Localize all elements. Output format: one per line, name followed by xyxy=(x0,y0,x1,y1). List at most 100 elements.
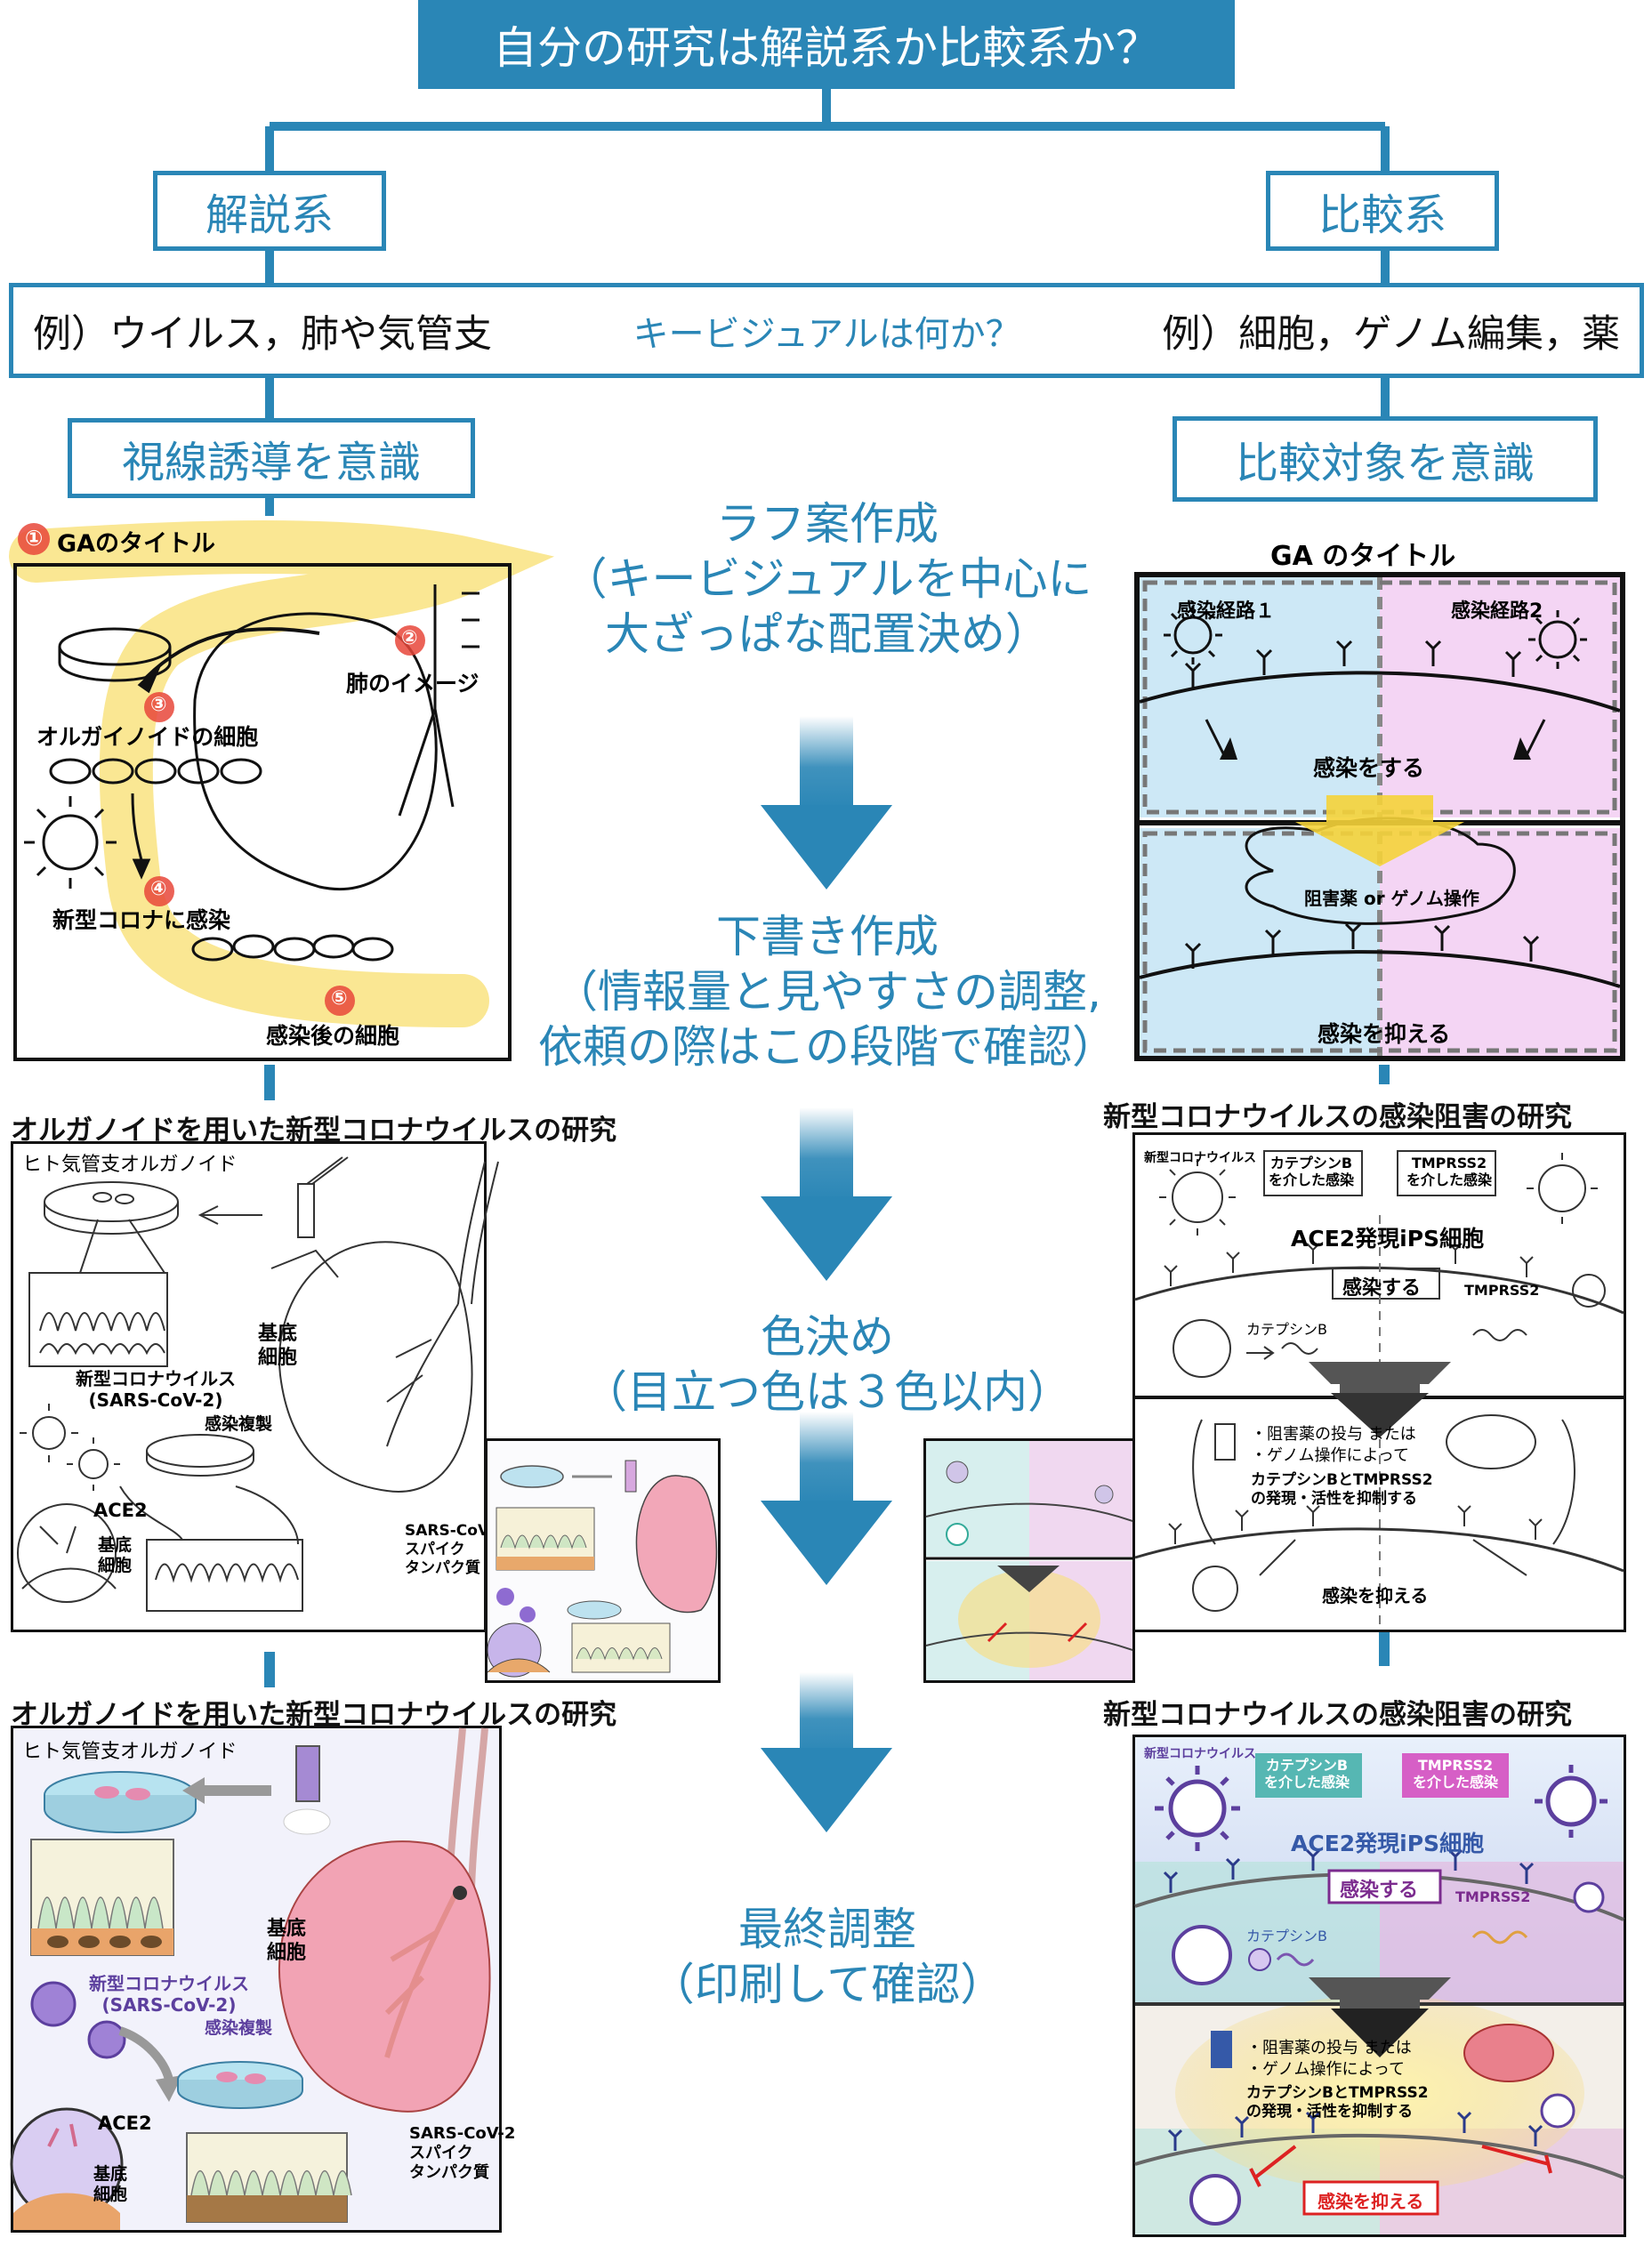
infect-label: 感染をする xyxy=(1313,755,1425,781)
virus-sketch-icon xyxy=(24,796,117,889)
virus-label: 新型コロナウイルス(SARS-CoV-2) xyxy=(76,1368,236,1411)
virus-final-right-icon-2 xyxy=(1535,1765,1608,1838)
key-visual-question: キービジュアルは何か？ xyxy=(633,313,1021,355)
virus-draft-right-icon xyxy=(1159,1159,1236,1236)
final-left-panel: ヒト気管支オルガノイド 基底細胞 新型コロナウイルス(SARS-CoV-2) 感… xyxy=(10,1726,515,2233)
color-thumbnail-left xyxy=(485,1438,721,1683)
drug-final-label: ・阻害薬の投与 または・ゲノム操作によって xyxy=(1246,2039,1412,2079)
ace-basal-label: 基底細胞 xyxy=(98,1535,133,1575)
virus-draft-icon-2 xyxy=(67,1437,120,1491)
ace2-cell-icon xyxy=(17,1503,117,1603)
step-draft: 下書き作成（情報量と見やすさの調整,依頼の際はこの段階で確認） xyxy=(538,911,1116,1073)
step-rough: ラフ案作成（キービジュアルを中心に大ざっぱな配置決め） xyxy=(562,498,1092,660)
color-thumbnail-right xyxy=(923,1438,1135,1683)
lung-sketch-icon xyxy=(193,612,438,890)
infect-final-label: 感染する xyxy=(1340,1880,1419,1902)
genome-tool-icon xyxy=(1446,1414,1536,1469)
dish-icon xyxy=(44,1181,179,1222)
infect-box-label: 感染する xyxy=(1342,1277,1422,1300)
cathepsin-final-label: カテプシンB xyxy=(1246,1928,1327,1944)
comparison-type-box: 比較系 xyxy=(1266,171,1499,251)
down-arrow-3 xyxy=(761,1412,892,1585)
cathepsin-label: カテプシンB xyxy=(1246,1321,1327,1338)
organoid-cells-icon xyxy=(49,758,262,785)
ace2-label: ACE2 xyxy=(93,1500,148,1521)
route1-label: 感染経路１ xyxy=(1177,600,1276,623)
color-thumbnail-right-art xyxy=(925,1441,1133,1680)
replication-final-label: 感染複製 xyxy=(205,2018,273,2038)
marker-1-icon xyxy=(18,523,50,555)
virus-final-label: 新型コロナウイルス(SARS-CoV-2) xyxy=(89,1973,249,2016)
route2-label: 感染経路2 xyxy=(1451,600,1543,623)
marker-2-label: ② xyxy=(401,627,418,649)
marker-3-label: ③ xyxy=(150,694,167,716)
left-example: 例）ウイルス，肺や気管支 xyxy=(33,311,492,357)
ace-basal-final-label: 基底細胞 xyxy=(93,2164,128,2204)
rough-left-highlight xyxy=(9,520,555,1027)
down-arrow-yellow-icon xyxy=(1295,795,1464,866)
virus-route2-icon xyxy=(1528,610,1587,669)
virus-route1-icon xyxy=(1164,606,1222,664)
marker-2-icon xyxy=(395,625,425,656)
virus-color-icon-2 xyxy=(87,2020,126,2059)
rough-right-sketch xyxy=(1139,577,1621,1056)
final-left-art xyxy=(10,1727,491,2230)
explanation-type-box: 解説系 xyxy=(153,171,386,251)
virus-color-icon xyxy=(30,1981,77,2027)
tube-icon xyxy=(297,1183,315,1238)
ga-title-right-label: GA のタイトル xyxy=(1270,541,1456,572)
draft-left-panel: ヒト気管支オルガノイド 基底細胞 新型コロナウイルス(SARS-CoV-2) 感… xyxy=(11,1141,499,1632)
marker-4-icon xyxy=(144,876,174,906)
petri-dish-icon xyxy=(58,627,172,666)
tube-color-icon xyxy=(295,1745,320,1802)
organoid-label: ヒト気管支オルガノイド xyxy=(22,1154,238,1176)
ips-cell-label: ACE2発現iPS細胞 xyxy=(1291,1226,1485,1252)
virus-draft-icon xyxy=(20,1404,78,1462)
lung-draft-icon xyxy=(278,1241,473,1493)
replication-label: 感染複製 xyxy=(205,1414,273,1434)
virus-small-label: 新型コロナウイルス xyxy=(1144,1151,1256,1165)
rough-right-panel: 感染経路１ 感染経路2 感染をする 阻害薬 or ゲノム操作 感染を抑える xyxy=(1134,572,1625,1061)
down-arrow-1 xyxy=(761,716,892,890)
final-right-caption: 新型コロナウイルスの感染阻害の研究 xyxy=(1103,1699,1572,1731)
step-final: 最終調整（印刷して確認） xyxy=(649,1904,1005,2010)
organoid-cells-label: オルガイノイドの細胞 xyxy=(36,724,259,750)
virus-draft-right-icon-2 xyxy=(1527,1153,1598,1224)
ips-cell-final-label: ACE2発現iPS細胞 xyxy=(1291,1831,1485,1856)
down-arrow-4 xyxy=(761,1672,892,1832)
color-thumbnail-left-art xyxy=(487,1460,718,1678)
tmprss2-final-label: TMPRSS2 xyxy=(1455,1888,1531,1905)
ga-title-label: GAのタイトル xyxy=(57,530,216,558)
marker-5-icon xyxy=(325,986,355,1016)
draft-left-sketch xyxy=(17,1156,499,1612)
infection-label: 新型コロナに感染 xyxy=(52,907,231,933)
rough-left-sketch xyxy=(24,584,479,1016)
suppress-draft-label: 感染を抑える xyxy=(1322,1585,1429,1606)
dish-2-icon xyxy=(146,1434,254,1468)
genome-tool-final-icon xyxy=(1463,2024,1554,2082)
basal-label: 基底細胞 xyxy=(258,1323,298,1369)
suppress-label: 感染を抑える xyxy=(1318,1021,1451,1047)
question-title: 自分の研究は解説系か比較系か？ xyxy=(418,0,1235,89)
basal-final-label: 基底細胞 xyxy=(267,1918,307,1964)
final-right-art xyxy=(1134,1737,1624,2234)
comparison-target-box: 比較対象を意識 xyxy=(1173,416,1598,502)
step-color: 色決め（目立つ色は３色以内） xyxy=(583,1311,1072,1418)
lung-color-icon xyxy=(278,1840,491,2113)
after-infection-label: 感染後の細胞 xyxy=(266,1023,400,1049)
down-arrow-2 xyxy=(761,1107,892,1281)
marker-1-label: ① xyxy=(25,526,44,551)
infected-cells-icon xyxy=(191,934,394,962)
marker-3-icon xyxy=(144,692,174,722)
ace2-final-label: ACE2 xyxy=(98,2113,152,2134)
